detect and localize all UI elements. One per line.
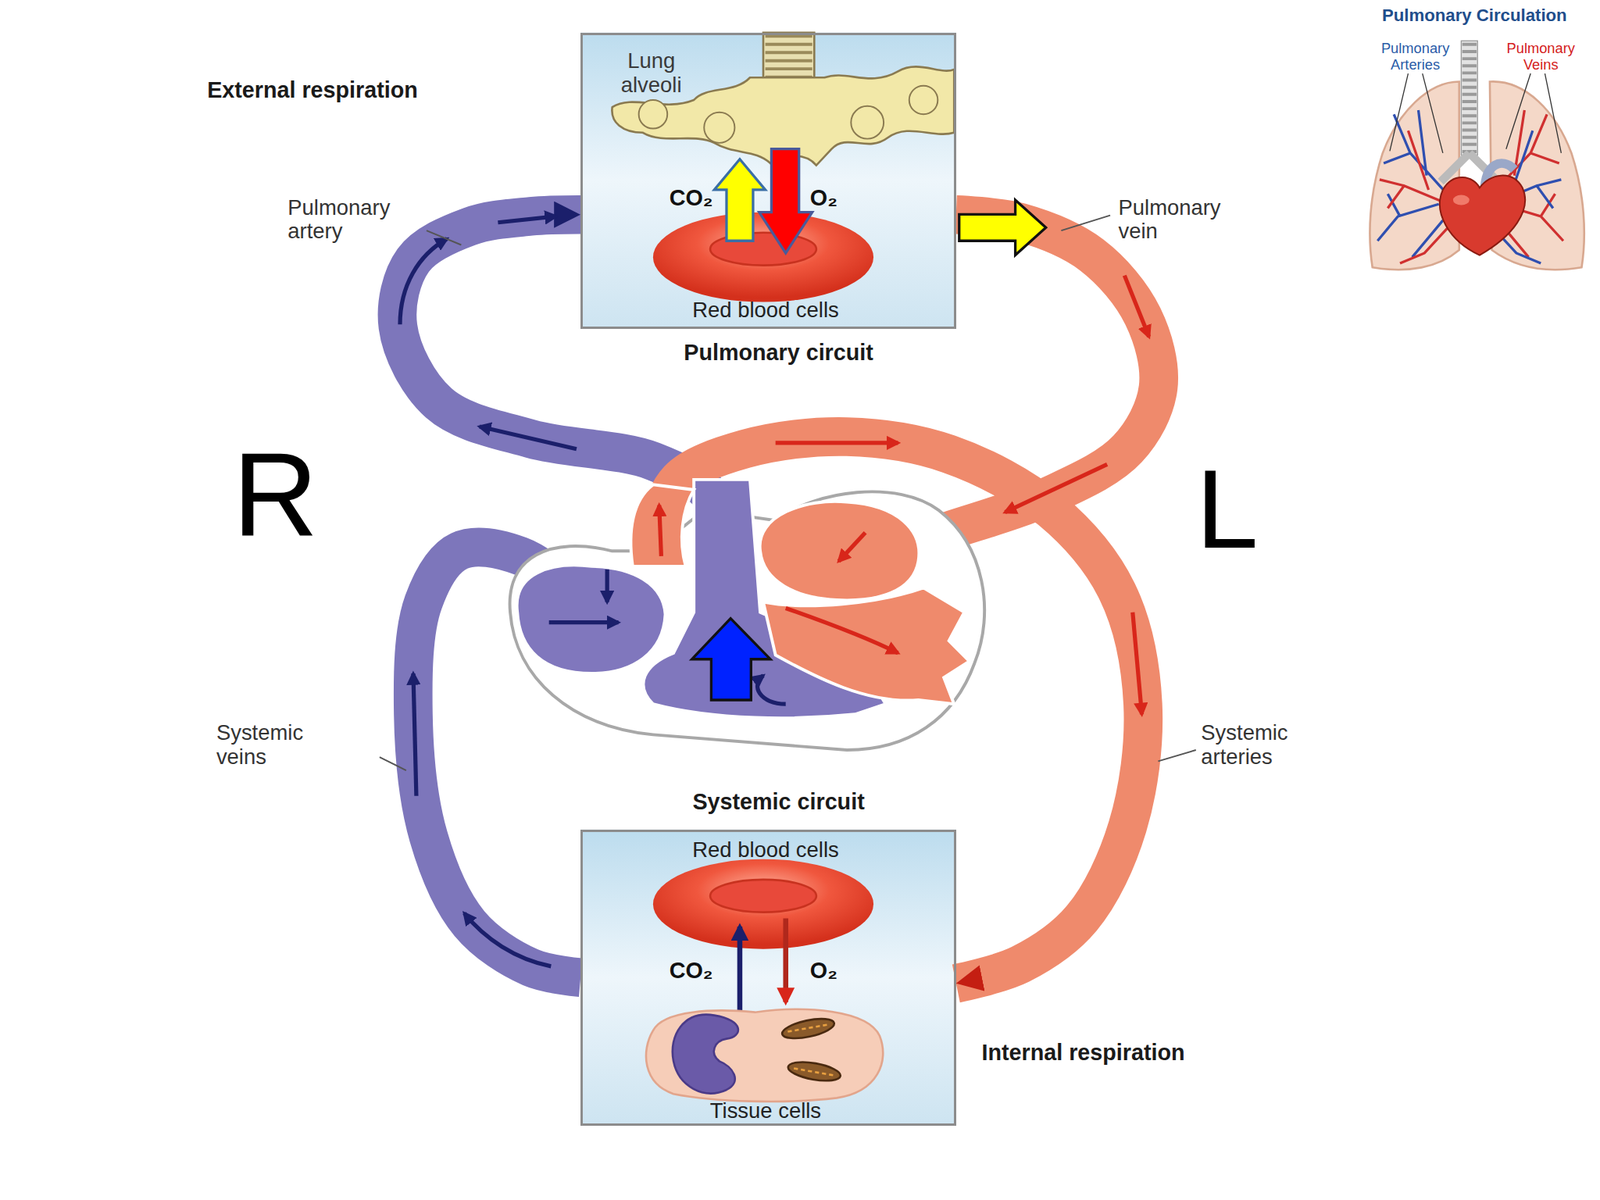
trachea [763,32,815,83]
gas-label: CO₂ [650,185,732,211]
side-letter: L [1196,446,1340,572]
left-atrium [760,501,920,600]
mitochondrion [786,1058,843,1084]
flow-arrow [775,440,899,445]
red-blood-cell [653,212,874,303]
flow-highlight-arrow [692,618,772,700]
box-background [580,32,957,329]
inset-label: Pulmonary Arteries [1369,40,1462,73]
flow-arrow [549,620,619,625]
o2-highlight-arrow [759,149,813,254]
cell-label: Tissue cells [642,1099,888,1124]
circuit-heading: Systemic circuit [594,789,962,815]
flow-arrow [497,216,556,223]
process-heading: External respiration [207,77,554,103]
flow-arrow [413,673,417,797]
process-heading: Internal respiration [981,1039,1329,1065]
flow-arrow [659,505,662,557]
trachea-rings [1462,42,1477,154]
aorta-root [630,484,694,566]
leader-line [379,215,1197,772]
flow-arrow [605,569,610,603]
cell-label: Red blood cells [642,298,888,323]
o2-arrow [782,918,789,1003]
flow-arrow [785,607,899,653]
side-letter: R [232,428,376,562]
mitochondrion-cristae [793,1068,835,1076]
flow-arrow [839,532,866,562]
co2-highlight-arrow [714,159,765,241]
cell-label: Red blood cells [642,838,888,863]
flow-highlight-arrow [959,200,1047,256]
gas-label: O₂ [792,185,854,211]
flow-arrow [464,913,551,967]
pulmonary-artery-branches [1377,110,1447,258]
alveolus [850,106,884,140]
vessel-label: Pulmonary vein [1118,196,1262,244]
structure-label: Lung alveoli [605,49,698,97]
right-atrium [517,564,666,674]
tissue-cell [646,1009,883,1102]
red-blood-cell [653,859,874,950]
vessel-label: Pulmonary artery [287,196,431,244]
cell-dimple [710,879,817,913]
co2-arrow [737,926,743,1013]
alveolus [909,85,939,115]
mitochondrion-cristae [787,1024,829,1032]
flow-arrow [479,426,577,450]
left-ventricle [763,587,970,704]
leader-line [1389,73,1561,154]
trachea-rings [765,34,813,79]
inset-title: Pulmonary Circulation [1357,6,1592,26]
flow-arrow [400,239,447,325]
gas-exchange-box: Red blood cellsCO₂ O₂ Tissue cells [580,829,957,1126]
gas-label: CO₂ [650,957,732,983]
heart-icon [1439,175,1525,256]
flow-arrow [1005,464,1108,512]
cell-nucleus [672,1014,739,1094]
vessel-label: Systemic veins [216,721,340,769]
mitochondrion [780,1014,836,1043]
trachea [1460,40,1478,155]
alveolus [703,112,735,143]
flow-arrow [757,675,786,705]
box-background [580,829,957,1126]
alveolus [639,100,668,129]
flow-arrow [1132,612,1143,715]
gas-exchange-box: Lung alveoliCO₂ O₂ Red blood cells [580,32,957,329]
gas-label: O₂ [792,957,854,983]
flow-arrow [1124,275,1149,337]
circuit-heading: Pulmonary circuit [594,339,962,365]
heart-highlight [1453,194,1470,205]
inset-label: Pulmonary Veins [1500,40,1582,73]
vessel-label: Systemic arteries [1200,721,1324,769]
